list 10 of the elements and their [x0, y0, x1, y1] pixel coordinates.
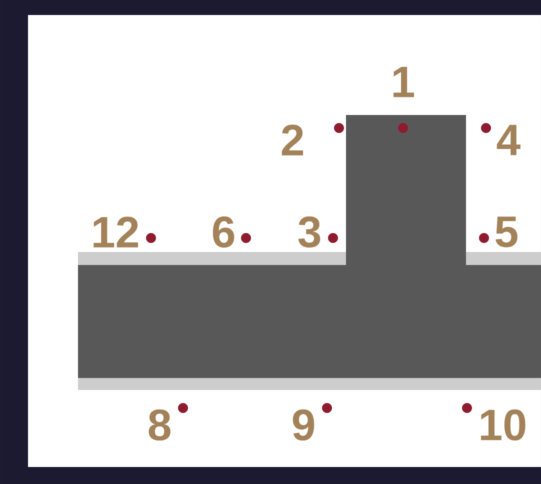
- callout-number: 5: [496, 216, 518, 248]
- callout-number: 3: [298, 216, 320, 248]
- callout-number: 8: [148, 409, 170, 441]
- callout-number: 12: [94, 216, 138, 248]
- callout-number: 1: [394, 66, 414, 98]
- callout-number: 4: [496, 124, 520, 156]
- callout-number: 2: [282, 124, 304, 156]
- callout-number: 10: [480, 409, 526, 441]
- callout-number: 6: [212, 216, 234, 248]
- callout-number: 9: [292, 409, 314, 441]
